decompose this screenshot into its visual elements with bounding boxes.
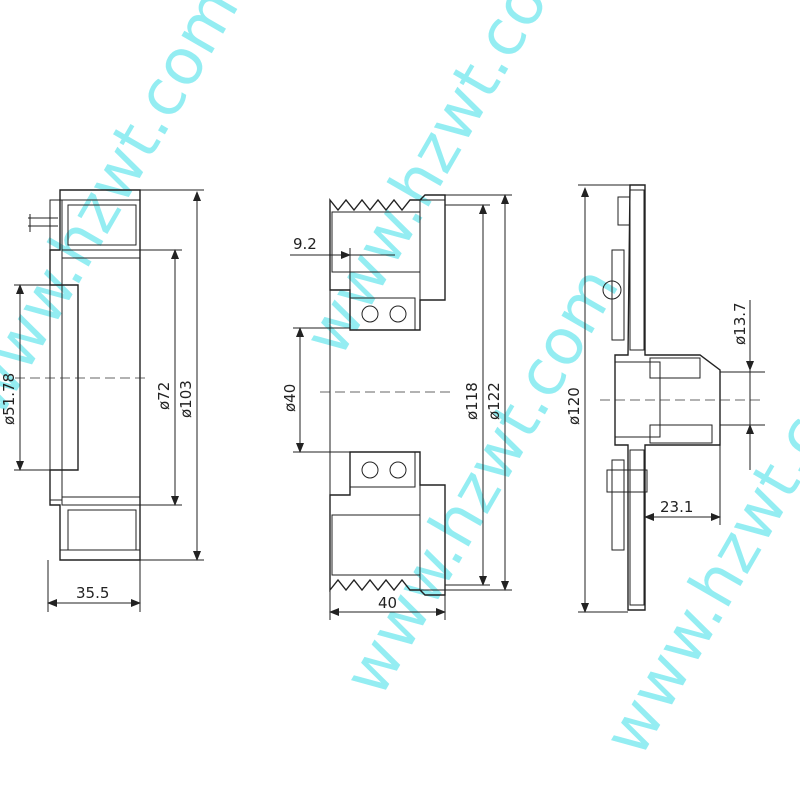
dim-pulley-bore: ø40	[281, 384, 299, 412]
svg-text:www.hzwt.com: www.hzwt.com	[590, 315, 800, 768]
dim-coil-width: 35.5	[76, 584, 109, 602]
dim-coil-mid-diameter: ø72	[155, 382, 173, 410]
dim-hub-bore-diameter: ø13.7	[731, 302, 749, 345]
dim-hub-length: 23.1	[660, 498, 693, 516]
dim-bearing-offset: 9.2	[293, 235, 317, 253]
pulley-section	[320, 194, 455, 596]
svg-text:www.hzwt.com: www.hzwt.com	[0, 0, 254, 428]
watermark: www.hzwt.com www.hzwt.com www.hzwt.com w…	[0, 0, 800, 768]
dim-hub-outer-diameter: ø120	[565, 387, 583, 425]
hub-dimensions: ø120 ø13.7 23.1	[565, 184, 765, 613]
dim-coil-outer-diameter: ø103	[177, 380, 195, 418]
pulley-dimensions: 9.2 ø40 ø118 ø122 40	[281, 194, 512, 620]
dim-coil-inner-diameter: ø51.78	[0, 373, 18, 425]
dim-pulley-width: 40	[378, 594, 397, 612]
coil-dimensions: ø51.78 ø72 ø103 35.5	[0, 189, 204, 612]
dim-pulley-groove-diameter: ø118	[463, 382, 481, 420]
dim-pulley-outer-diameter: ø122	[485, 382, 503, 420]
hub-plate-section	[600, 184, 765, 611]
